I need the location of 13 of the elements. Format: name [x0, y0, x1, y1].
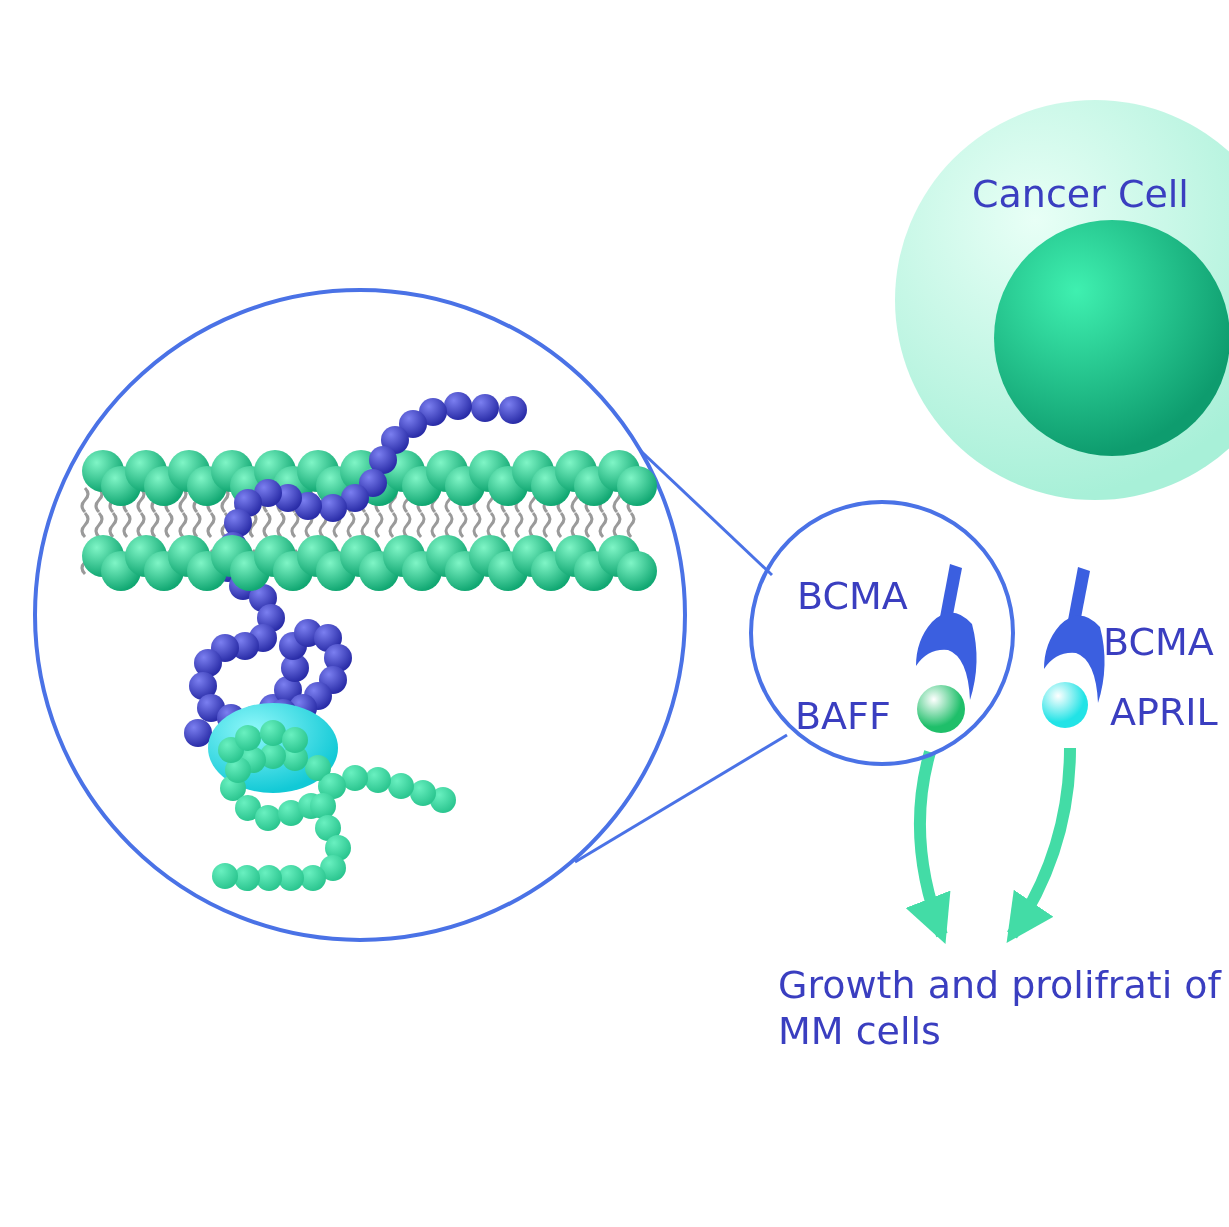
- zoom-line: [574, 733, 788, 864]
- magnifier-circle: [749, 500, 1015, 766]
- outcome-text: Growth and prolifrati of MM cells: [778, 963, 1223, 1055]
- ligand-label: APRIL: [1110, 690, 1218, 736]
- receptor-label: BCMA: [797, 574, 908, 620]
- arrow: [906, 750, 952, 944]
- ligand-label: BAFF: [795, 694, 891, 740]
- cell-label: Cancer Cell: [972, 172, 1189, 218]
- arrow: [1006, 747, 1076, 944]
- ligand-ball: [917, 685, 965, 733]
- magnified-membrane-circle: [33, 288, 687, 942]
- ligand-ball: [1042, 682, 1088, 728]
- receptor-label: BCMA: [1103, 620, 1214, 666]
